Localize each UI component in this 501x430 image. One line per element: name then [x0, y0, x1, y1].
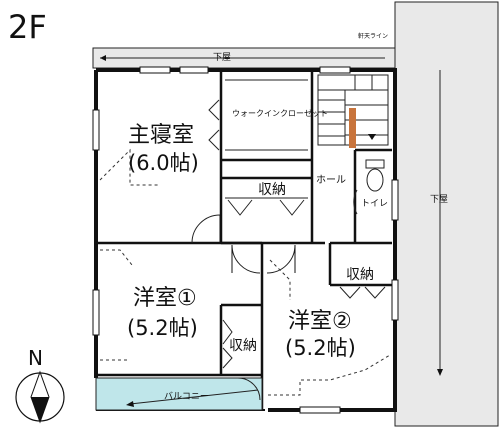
compass-north-label: N [28, 346, 43, 370]
roof-area-right [394, 1, 499, 427]
master-bedroom-size: (6.0帖) [128, 151, 199, 175]
storage-master-label: 収納 [258, 182, 286, 198]
door-western-1 [231, 244, 261, 274]
balcony-area [95, 377, 263, 411]
toilet-label: トイレ [361, 199, 388, 209]
balcony-arrow [126, 389, 259, 407]
balcony-label: バルコニー [164, 391, 209, 402]
door-master [191, 214, 221, 244]
floor-label: 2F [8, 8, 47, 46]
western-2-size: (5.2帖) [285, 336, 356, 360]
windows [92, 66, 399, 414]
storage-1-label: 収納 [229, 338, 257, 354]
western-1-name: 洋室① [133, 286, 197, 311]
north-compass: N [15, 346, 65, 424]
slope-arrow-top [100, 55, 385, 61]
walkin-closet-label: ウォークインクローゼット [232, 108, 328, 118]
roof-label-right: 下屋 [430, 194, 448, 205]
dashed-lines [99, 148, 391, 396]
storage-2-doors [339, 286, 386, 299]
balcony-door [237, 377, 261, 401]
western-1-size: (5.2帖) [127, 316, 198, 340]
hall-label: ホール [316, 174, 346, 186]
eaves-label: 軒天ライン [358, 32, 388, 40]
toilet-fixture [365, 159, 385, 192]
staircase [317, 74, 389, 148]
western-2-name: 洋室② [288, 309, 352, 334]
storage-master-doors [225, 197, 308, 216]
door-toilet [353, 189, 358, 215]
walkin-closet-doors [208, 99, 220, 151]
slope-arrow-right [437, 70, 443, 376]
storage-1-doors [222, 319, 233, 369]
roof-label-top: 下屋 [213, 52, 231, 63]
door-western-2 [266, 244, 296, 274]
storage-2-label: 収納 [346, 267, 374, 283]
balcony-rail [96, 377, 262, 411]
master-bedroom-name: 主寝室 [128, 123, 194, 148]
